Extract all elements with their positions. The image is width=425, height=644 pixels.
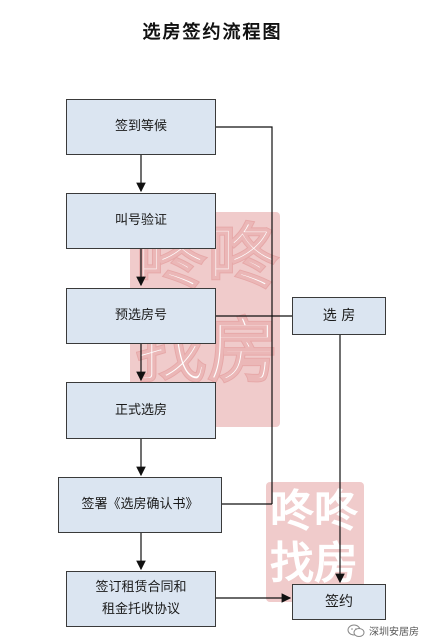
step-confirm: 签署《选房确认书》 <box>58 477 222 533</box>
step-lease: 签订租赁合同和 租金托收协议 <box>66 571 216 627</box>
step-checkin: 签到等候 <box>66 99 216 155</box>
footer-account: 深圳安居房 <box>347 623 419 638</box>
footer-account-name: 深圳安居房 <box>369 627 419 638</box>
wechat-icon <box>347 624 365 638</box>
step-call: 叫号验证 <box>66 193 216 249</box>
bus-checkin-right <box>216 126 273 504</box>
side-select: 选 房 <box>292 297 386 335</box>
diagram-title: 选房签约流程图 <box>142 22 283 43</box>
step-preselect: 预选房号 <box>66 288 216 344</box>
watermark-small-line1: 咚咚 <box>270 486 358 537</box>
side-sign: 签约 <box>292 584 386 620</box>
step-formal: 正式选房 <box>66 382 216 439</box>
